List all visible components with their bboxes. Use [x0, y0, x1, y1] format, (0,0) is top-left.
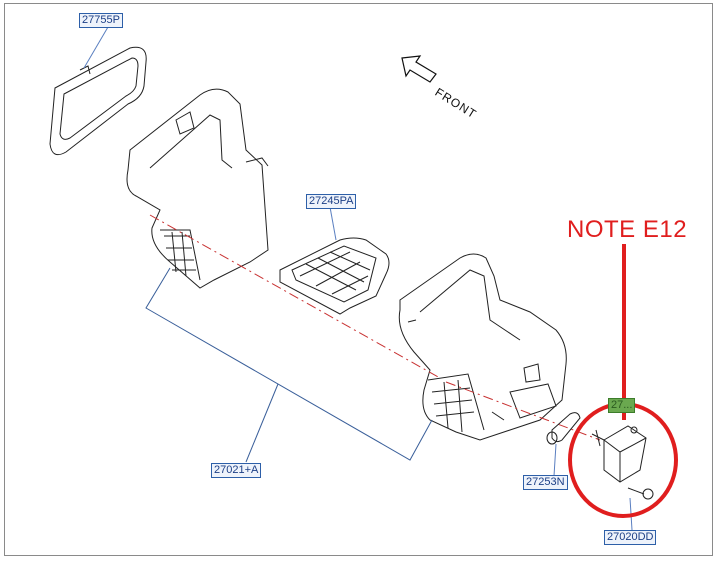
assembly-leader: [145, 267, 433, 463]
clip-part: [546, 412, 581, 477]
alignment-line: [149, 214, 601, 441]
left-duct-part: [126, 88, 269, 289]
right-duct-part: [398, 253, 567, 441]
part-label-duct-assembly[interactable]: 27021+A: [211, 463, 262, 478]
diagram-frame: [4, 3, 713, 556]
part-label-actuator[interactable]: 27...: [608, 398, 636, 413]
gasket-part: [49, 26, 147, 156]
front-arrow-icon: [401, 55, 437, 83]
part-label-gasket[interactable]: 27755P: [79, 13, 123, 28]
note-label: NOTE E12: [567, 216, 688, 243]
part-label-screw[interactable]: 27020DD: [604, 530, 657, 545]
part-label-clip[interactable]: 27253N: [523, 475, 568, 490]
part-label-filter[interactable]: 27245PA: [306, 194, 357, 209]
note-callout: [568, 244, 678, 518]
filter-part: [279, 206, 390, 315]
